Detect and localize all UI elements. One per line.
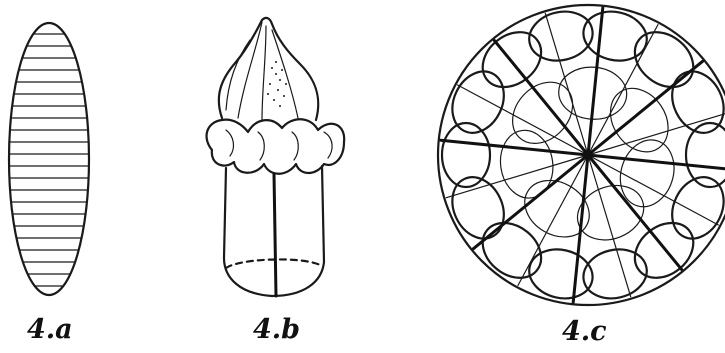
figure-a-drawing bbox=[5, 23, 95, 295]
stipple-dot bbox=[271, 67, 273, 69]
peripheral-cell bbox=[472, 212, 552, 289]
stipple-dot bbox=[275, 73, 277, 75]
lobe-inner-4 bbox=[324, 132, 332, 158]
colony-center bbox=[584, 151, 592, 159]
stipple-dot bbox=[273, 99, 275, 101]
radial-strand bbox=[573, 155, 588, 302]
stipple-dot bbox=[279, 79, 281, 81]
figure-c-drawing bbox=[438, 5, 725, 305]
peripheral-cell bbox=[624, 21, 704, 98]
stipple-dot bbox=[281, 69, 283, 71]
lobe-inner-2 bbox=[258, 132, 264, 160]
stipple-dot bbox=[267, 93, 269, 95]
radial-strand bbox=[545, 13, 588, 155]
ellipsoid-outline bbox=[9, 23, 89, 295]
lobe-inner-3 bbox=[292, 132, 298, 160]
peripheral-cell bbox=[443, 63, 514, 141]
cone-fold-outer bbox=[226, 40, 250, 110]
radial-strand bbox=[588, 155, 631, 297]
apical-cone bbox=[219, 18, 318, 120]
figure-b-caption: 4.b bbox=[253, 316, 300, 343]
stipple-dot bbox=[283, 95, 285, 97]
cone-fold-mid bbox=[262, 26, 266, 120]
figure-a-caption: 4.a bbox=[27, 316, 73, 343]
radial-strand bbox=[588, 155, 725, 170]
central-axis bbox=[274, 174, 276, 296]
lobe-inner-1 bbox=[226, 130, 233, 156]
cone-fold-left bbox=[238, 22, 262, 118]
figure-c-caption: 4.c bbox=[562, 318, 607, 345]
radial-strand bbox=[441, 140, 588, 155]
lobed-collar bbox=[207, 119, 345, 174]
figure-b-drawing bbox=[207, 18, 345, 296]
radial-strand bbox=[446, 155, 588, 198]
stipple-dot bbox=[269, 83, 271, 85]
radial-strand bbox=[588, 8, 603, 155]
inner-cell bbox=[496, 127, 557, 202]
stipple-dot bbox=[285, 83, 287, 85]
stipple-dot bbox=[277, 89, 279, 91]
stipple-dot bbox=[279, 105, 281, 107]
stipple-dot bbox=[275, 61, 277, 63]
